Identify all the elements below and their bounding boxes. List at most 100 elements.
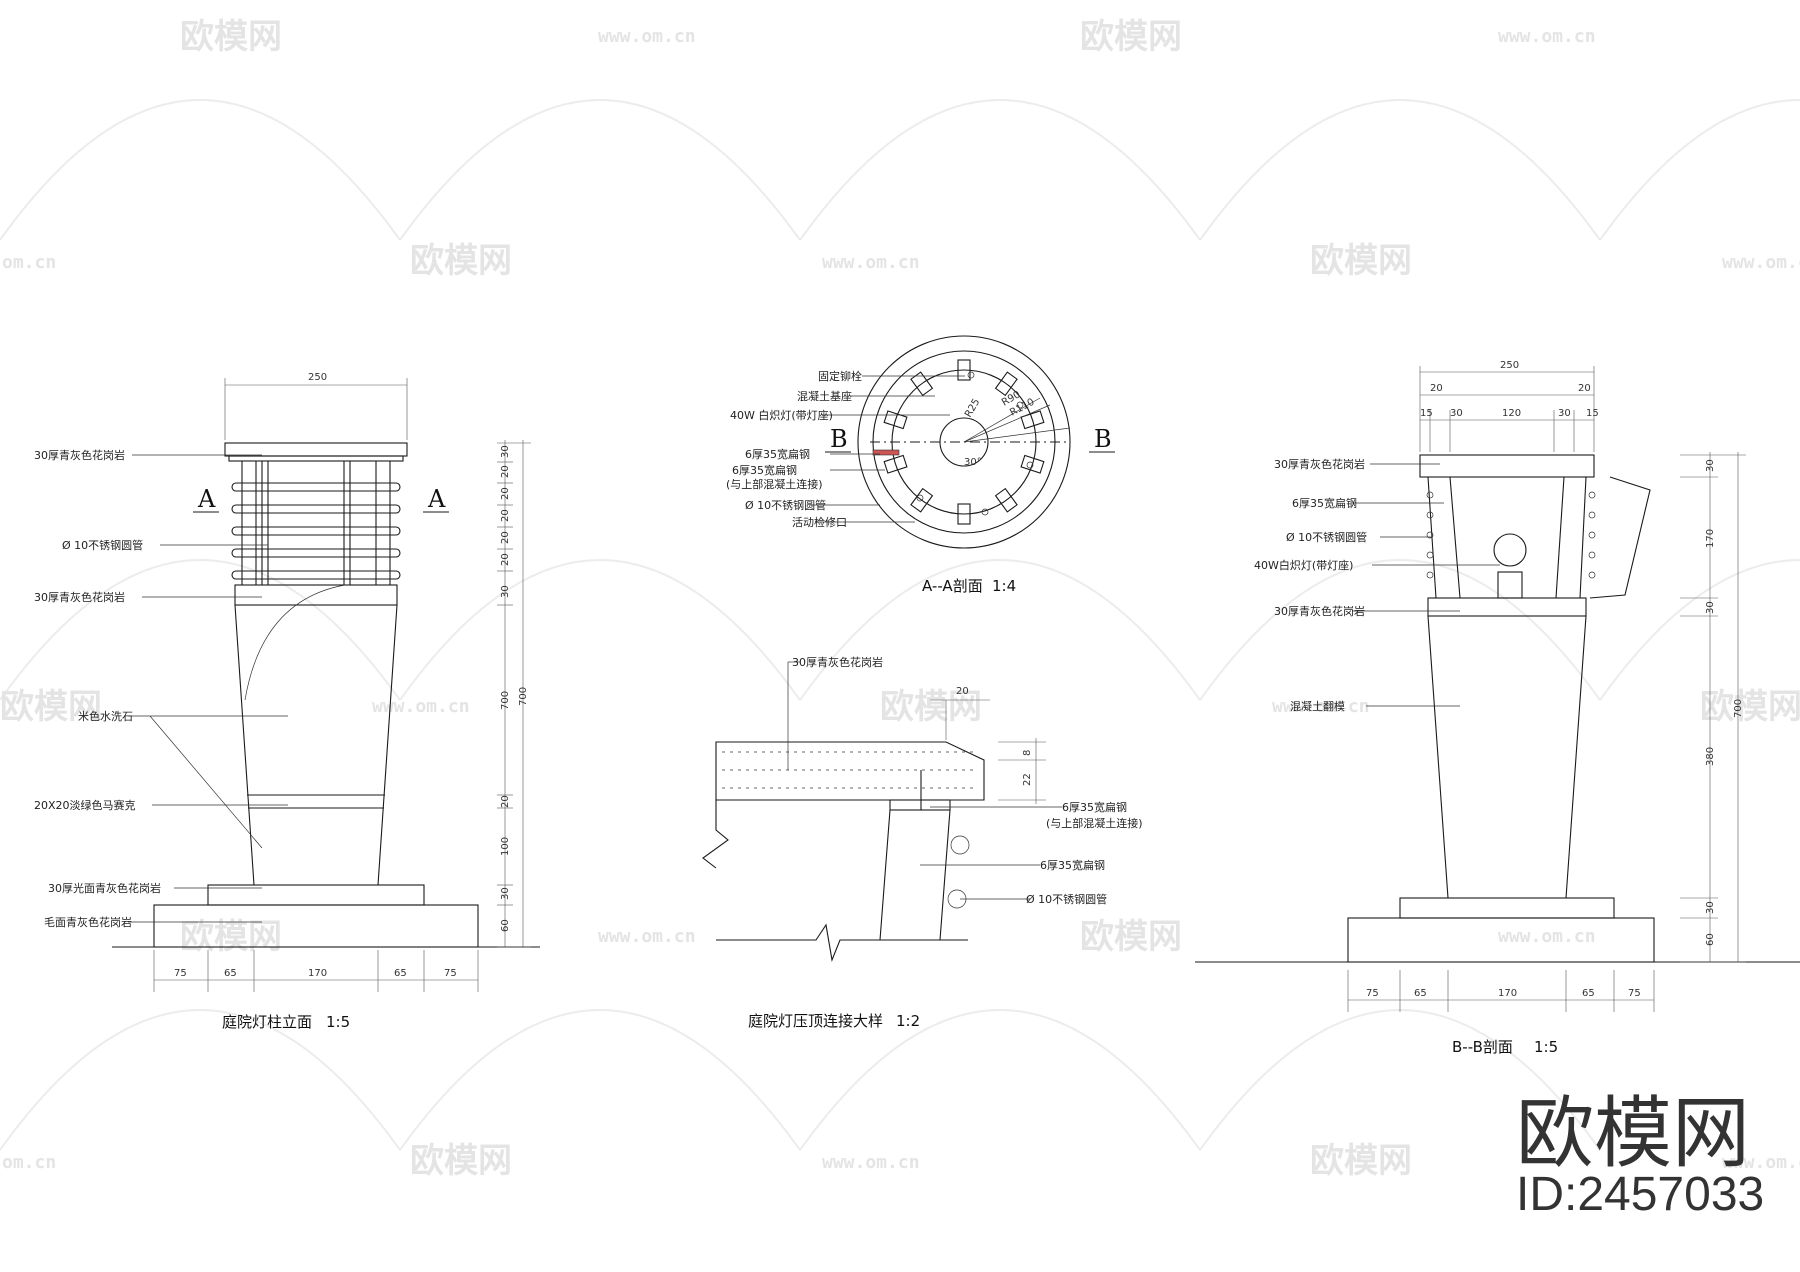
label-body: 混凝土翻模 <box>1290 699 1345 713</box>
watermark-url: www.om.cn <box>1498 26 1596 47</box>
label-flat1: 6厚35宽扁钢 <box>1062 800 1127 814</box>
view-scale: 1:2 <box>896 1012 920 1030</box>
watermark-url: www.om.cn <box>1722 1152 1800 1173</box>
watermark-brand: 欧模网 <box>1310 1141 1412 1181</box>
label-tube: Ø 10不锈钢圆管 <box>1286 530 1367 544</box>
watermark-brand: 欧模网 <box>0 687 102 727</box>
dim-top: 250 <box>1500 360 1519 371</box>
ring <box>231 570 401 580</box>
dim: 8 <box>1022 750 1033 756</box>
watermark-url: www.om.cn <box>1272 696 1370 717</box>
watermark-url: www.om.cn <box>372 696 470 717</box>
view-title: B--B剖面 <box>1452 1038 1513 1056</box>
label-flat2: 6厚35宽扁钢 <box>732 463 797 477</box>
watermark-brand: 欧模网 <box>410 1141 512 1181</box>
section-mark-a: A <box>197 485 216 513</box>
view-scale: 1:5 <box>1534 1038 1558 1056</box>
dim-right-total: 700 <box>1733 699 1744 718</box>
label-body: 米色水洗石 <box>78 709 133 723</box>
dim: 20 <box>956 686 969 697</box>
dim-top-part: 15 <box>1420 408 1433 419</box>
label-flat2-note: (与上部混凝土连接) <box>726 477 823 491</box>
label-flat2: 6厚35宽扁钢 <box>1040 858 1105 872</box>
section-mark-b: B <box>830 425 848 453</box>
dim-top-sub: 20 <box>1430 383 1443 394</box>
watermark-layer: 欧模网 www.om.cn 欧模网 www.om.cn om.cn 欧模网 ww… <box>0 17 1800 1181</box>
watermark-url: www.om.cn <box>822 252 920 273</box>
dim-right: 30 <box>500 445 511 458</box>
elevation-view: A A 250 30 20 20 20 20 20 30 700 20 100 … <box>34 372 540 1031</box>
section-mark-b: B <box>1094 425 1112 453</box>
brand-id: ID:2457033 <box>1516 1168 1764 1221</box>
watermark-brand: 欧模网 <box>180 17 282 57</box>
watermark-url: www.om.cn <box>1498 926 1596 947</box>
dim-right: 20 <box>500 553 511 566</box>
dim-bottom: 75 <box>174 968 187 979</box>
dim: 22 <box>1022 773 1033 786</box>
dim-bottom: 75 <box>1628 988 1641 999</box>
label-band: 20X20淡绿色马赛克 <box>34 798 136 812</box>
dim-right: 20 <box>500 531 511 544</box>
dim-bottom: 170 <box>308 968 327 979</box>
outer-circle <box>857 335 1071 549</box>
dim-right: 20 <box>500 487 511 500</box>
watermark-url: om.cn <box>2 1152 56 1173</box>
watermark-brand: 欧模网 <box>1310 241 1412 281</box>
watermark-brand: 欧模网 <box>880 687 982 727</box>
view-title: 庭院灯压顶连接大样 <box>748 1012 883 1030</box>
watermark-brand: 欧模网 <box>180 917 282 957</box>
bb-column-body <box>1427 615 1587 899</box>
label-ring: 30厚青灰色花岗岩 <box>1274 604 1365 618</box>
label-tube: Ø 10不锈钢圆管 <box>1026 892 1107 906</box>
column-body <box>234 604 398 886</box>
dim-top-sub: 20 <box>1578 383 1591 394</box>
bb-cap-stone <box>1419 454 1595 478</box>
dim-right: 30 <box>1705 901 1716 914</box>
ring <box>231 526 401 536</box>
watermark-url: www.om.cn <box>822 1152 920 1173</box>
dim-right: 30 <box>1705 459 1716 472</box>
view-title: 庭院灯柱立面 <box>222 1013 312 1031</box>
angle-label: 30° <box>964 457 982 468</box>
dim-right: 20 <box>500 465 511 478</box>
watermark-url: www.om.cn <box>598 926 696 947</box>
connection-detail-view: 8 22 20 30厚青灰色花岗岩 6厚35宽扁钢 (与上部混凝土连接) 6厚3… <box>702 655 1143 1030</box>
dim-right-total: 700 <box>518 687 529 706</box>
view-scale: 1:4 <box>992 577 1016 595</box>
dim-top-part: 30 <box>1450 408 1463 419</box>
ring <box>231 504 401 514</box>
label-base2: 毛面青灰色花岗岩 <box>44 915 132 929</box>
label-hatch: 活动检修口 <box>792 515 847 529</box>
label-flat: 6厚35宽扁钢 <box>1292 496 1357 510</box>
dim-bottom: 65 <box>224 968 237 979</box>
dim-bottom: 65 <box>1414 988 1427 999</box>
radius-label: R25 <box>963 397 982 420</box>
label-lamp: 40W 白炽灯(带灯座) <box>730 408 833 422</box>
dim-top-part: 120 <box>1502 408 1521 419</box>
watermark-url: www.om.cn <box>598 26 696 47</box>
watermark-brand: 欧模网 <box>1700 687 1800 727</box>
view-title: A--A剖面 <box>922 577 983 595</box>
label-flat1-note: (与上部混凝土连接) <box>1046 816 1143 830</box>
dim-top: 250 <box>308 372 327 383</box>
dim-right: 170 <box>1705 529 1716 548</box>
dim-right: 700 <box>500 691 511 710</box>
dim-bottom: 65 <box>1582 988 1595 999</box>
dim-bottom: 170 <box>1498 988 1517 999</box>
detail-cap-stone <box>715 741 985 801</box>
label-cap: 30厚青灰色花岗岩 <box>1274 457 1365 471</box>
dim-top-part: 30 <box>1558 408 1571 419</box>
watermark-url: www.om.cn <box>1722 252 1800 273</box>
label-flat1: 6厚35宽扁钢 <box>745 447 810 461</box>
label-cap: 30厚青灰色花岗岩 <box>792 655 883 669</box>
brand-name: 欧模网 <box>1516 1089 1750 1179</box>
label-bolt: 固定铆栓 <box>818 369 862 383</box>
dim-right: 20 <box>500 509 511 522</box>
watermark-url: om.cn <box>2 252 56 273</box>
bb-lamp <box>1493 533 1527 567</box>
label-ring: 30厚青灰色花岗岩 <box>34 590 125 604</box>
watermark-brand: 欧模网 <box>1080 917 1182 957</box>
collar <box>234 584 398 606</box>
dim-right: 30 <box>1705 601 1716 614</box>
label-cap: 30厚青灰色花岗岩 <box>34 448 125 462</box>
